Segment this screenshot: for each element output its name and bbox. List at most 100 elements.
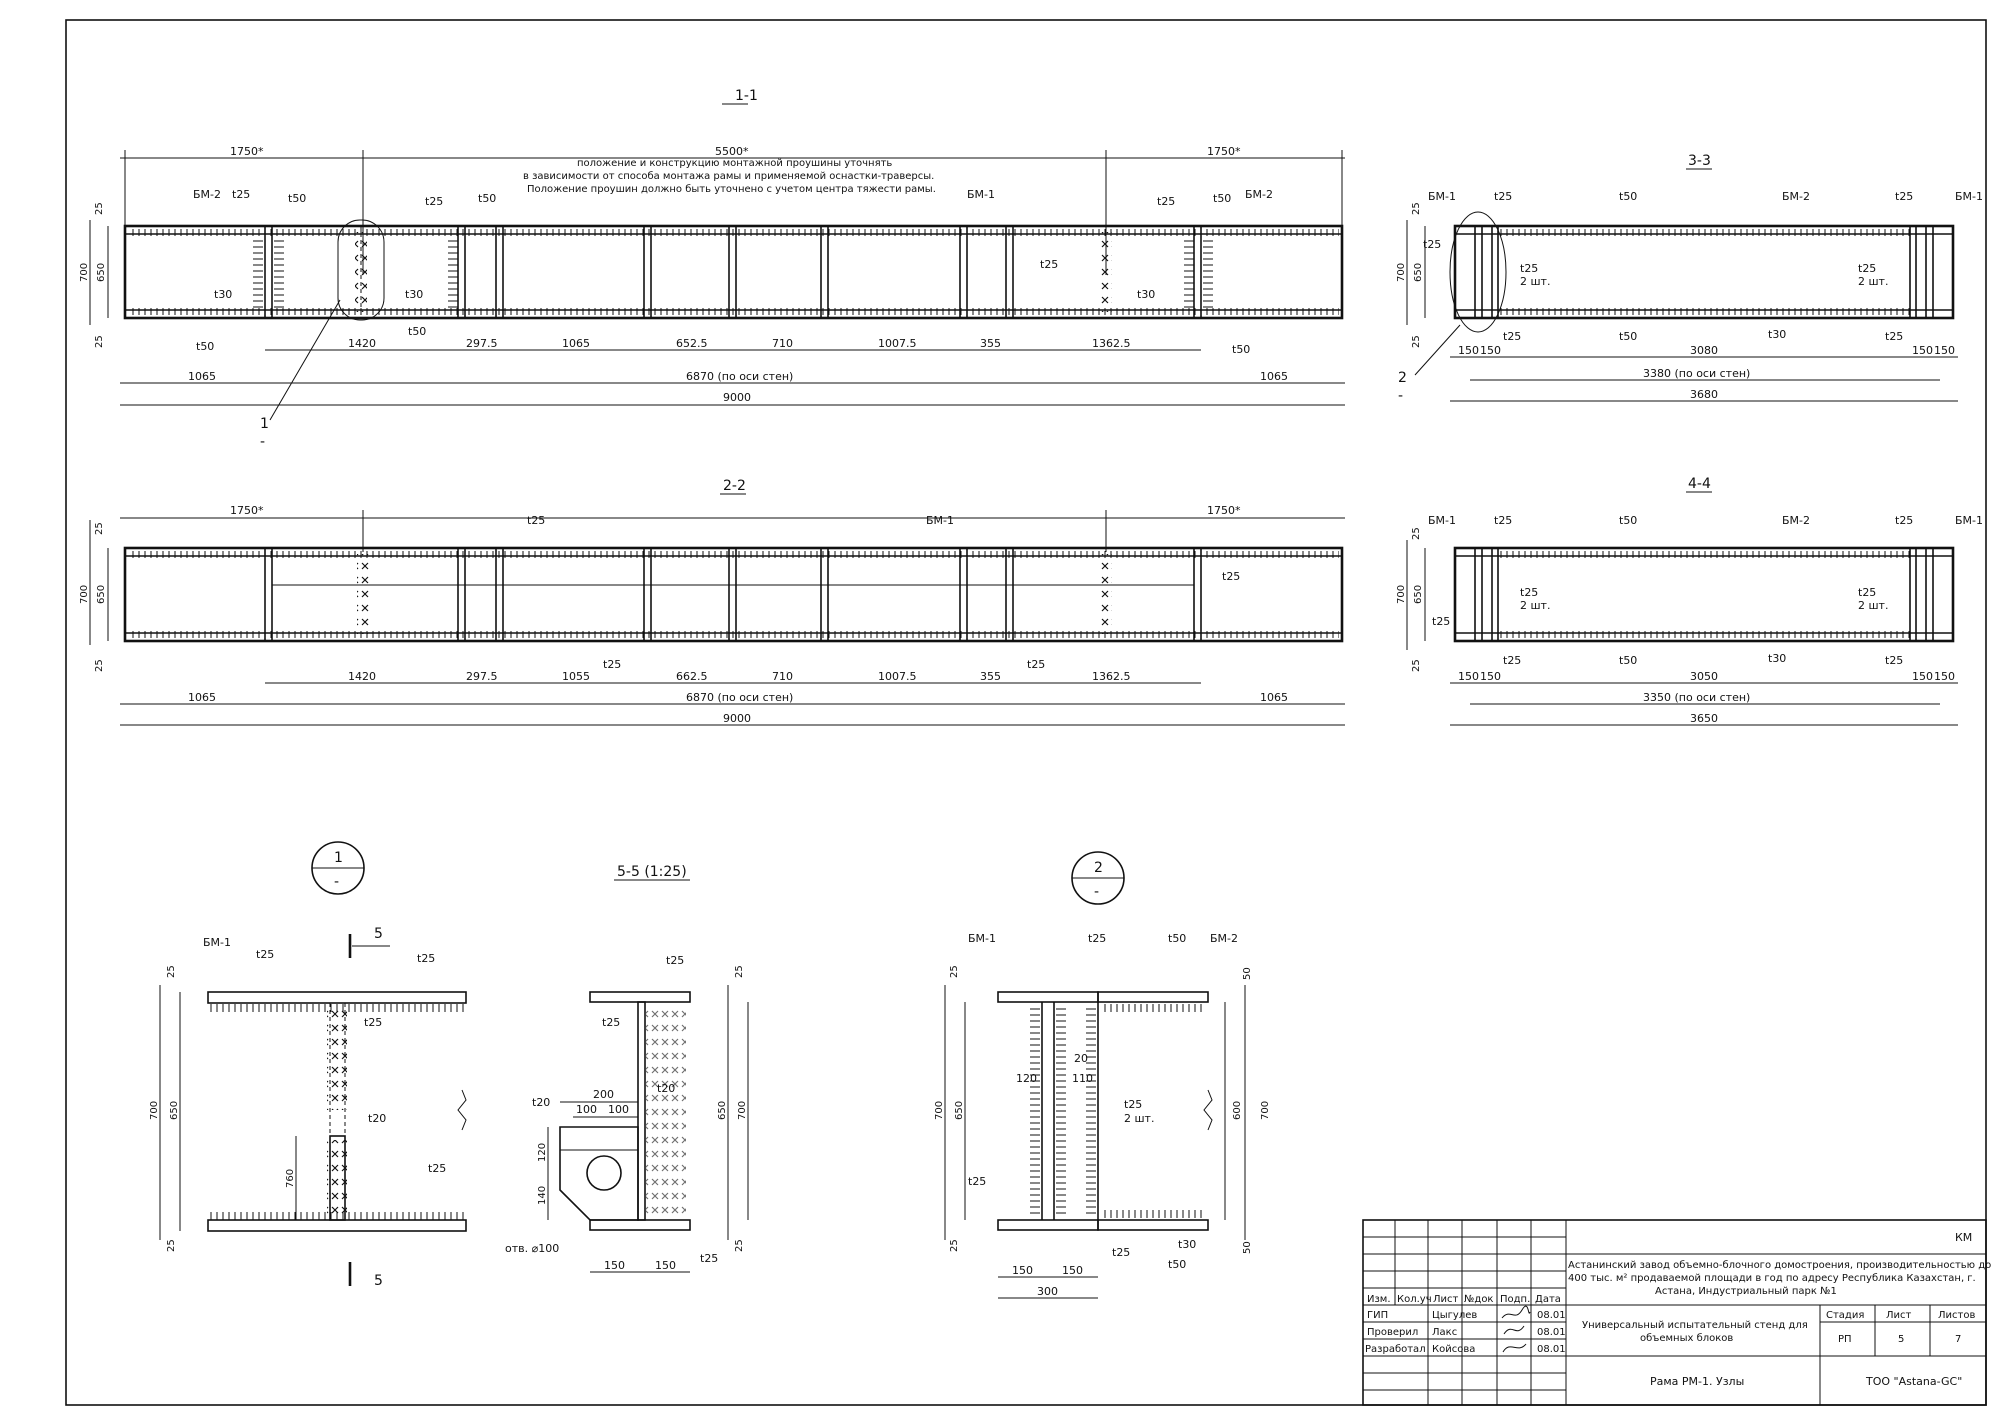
section-2-2: 2-2 1750* 1750* t25 БМ-1 t25 t25 t25 [79,478,1345,726]
label-t25: t25 [527,514,545,527]
dim-1420: 1420 [348,670,376,683]
label-t25: t25 [1222,570,1240,583]
label-t25: t25 [1520,586,1538,599]
label-bm1-left: БМ-1 [1428,514,1456,527]
dim-100: 100 [576,1103,597,1116]
dim-h-650: 650 [954,1101,965,1120]
section-3-3: 3-3 БМ-1 t25 t50 БМ-2 t25 БМ-1 t25 t25 2… [1396,153,1983,404]
section-title: 2-2 [723,478,746,494]
dim-150: 150 [604,1259,625,1272]
dim-150: 150 [1480,344,1501,357]
dim-1750-right: 1750* [1207,504,1241,517]
role-gip: ГИП [1367,1310,1388,1321]
label-t25: t25 [1858,586,1876,599]
stage-value: РП [1838,1334,1852,1345]
dim-h-25-bot: 25 [734,1239,745,1252]
dim-140: 140 [537,1186,548,1205]
dim-652-5: 652.5 [676,337,708,350]
dim-h-700: 700 [1396,585,1407,604]
label-t25: t25 [1858,262,1876,275]
dim-150: 150 [1934,344,1955,357]
object-line-1: Универсальный испытательный стенд для [1582,1320,1808,1331]
label-bm1-right: БМ-1 [1955,514,1983,527]
name-gip: Цыгулев [1432,1310,1477,1321]
label-2sht: 2 шт. [1520,599,1550,612]
label-t50: t50 [1619,330,1637,343]
sheet-frame [65,19,1987,1406]
label-t25: t25 [603,658,621,671]
label-t25: t25 [1885,330,1903,343]
sheets-header: Листов [1938,1310,1975,1321]
label-t50: t50 [1619,514,1637,527]
label-t20: t20 [532,1096,550,1109]
dim-h-650: 650 [1413,263,1424,282]
dim-h-25-top: 25 [94,202,105,215]
dim-1750-right: 1750* [1207,145,1241,158]
node-1-num: 1 [334,850,343,866]
dim-h-25-bot: 25 [94,335,105,348]
label-t25: t25 [1520,262,1538,275]
dim-297-5: 297.5 [466,337,498,350]
drawing-title: Рама РМ-1. Узлы [1650,1375,1744,1388]
label-t25: t25 [1895,514,1913,527]
company: ТОО "Astana-GC" [1865,1375,1962,1388]
label-t50: t50 [1232,343,1250,356]
section-title: 5-5 (1:25) [617,864,687,880]
label-t25: t25 [1157,195,1175,208]
label-t25: t25 [602,1016,620,1029]
label-bm2-right: БМ-2 [1245,188,1273,201]
label-t50: t50 [478,192,496,205]
dim-150: 150 [1912,344,1933,357]
dim-h-600: 600 [1232,1101,1243,1120]
col-izm: Изм. [1367,1294,1391,1305]
dim-3680: 3680 [1690,388,1718,401]
sheets-value: 7 [1955,1334,1961,1345]
dim-h-25-bot: 25 [1411,335,1422,348]
col-ndok: №док [1464,1294,1493,1305]
dim-9000: 9000 [723,391,751,404]
label-20: 20 [1074,1052,1088,1065]
dim-h-650: 650 [717,1101,728,1120]
dim-150: 150 [1062,1264,1083,1277]
signature-3 [1502,1343,1527,1353]
label-t25: t25 [968,1175,986,1188]
project-line-3: Астана, Индустриальный парк №1 [1655,1286,1837,1297]
section-title: 1-1 [735,88,758,104]
dim-1055: 1055 [562,670,590,683]
label-t20: t20 [368,1112,386,1125]
dim-axis-6870: 6870 (по оси стен) [686,370,793,383]
dim-150: 150 [1480,670,1501,683]
label-t25: t25 [364,1016,382,1029]
dim-1065-left: 1065 [188,370,216,383]
dim-h-25-bot: 25 [166,1239,177,1252]
sheet-value: 5 [1898,1334,1904,1345]
label-2sht: 2 шт. [1858,275,1888,288]
node-2-num: 2 [1094,860,1103,876]
dim-h-650: 650 [96,585,107,604]
label-t25: t25 [1503,654,1521,667]
dim-h-25-top: 25 [734,965,745,978]
label-t25: t25 [1494,190,1512,203]
dim-h-700: 700 [1396,263,1407,282]
label-bm2: БМ-2 [1782,190,1810,203]
dim-axis-3350: 3350 (по оси стен) [1643,691,1750,704]
dim-1362-5: 1362.5 [1092,670,1131,683]
dim-3080: 3080 [1690,344,1718,357]
label-t50: t50 [408,325,426,338]
label-t25: t25 [428,1162,446,1175]
note-line-2: в зависимости от способа монтажа рамы и … [523,171,934,182]
stage-header: Стадия [1826,1310,1864,1321]
label-bm1: БМ-1 [926,514,954,527]
callout-2-num: 2 [1398,370,1407,386]
col-date: Дата [1535,1294,1561,1305]
dim-3650: 3650 [1690,712,1718,725]
label-t30: t30 [405,288,423,301]
node-2: 2 - БМ-1 t25 t50 БМ-2 20 120 110 t25 2 ш… [934,851,1271,1299]
col-podp: Подп. [1500,1294,1530,1305]
name-developed: Койсова [1432,1344,1475,1355]
label-t30: t30 [214,288,232,301]
note-line-3: Положение проушин должно быть уточнено с… [527,184,936,195]
label-bm2: БМ-2 [1210,932,1238,945]
cut-5-bottom: 5 [374,1273,383,1289]
label-t25: t25 [1124,1098,1142,1111]
